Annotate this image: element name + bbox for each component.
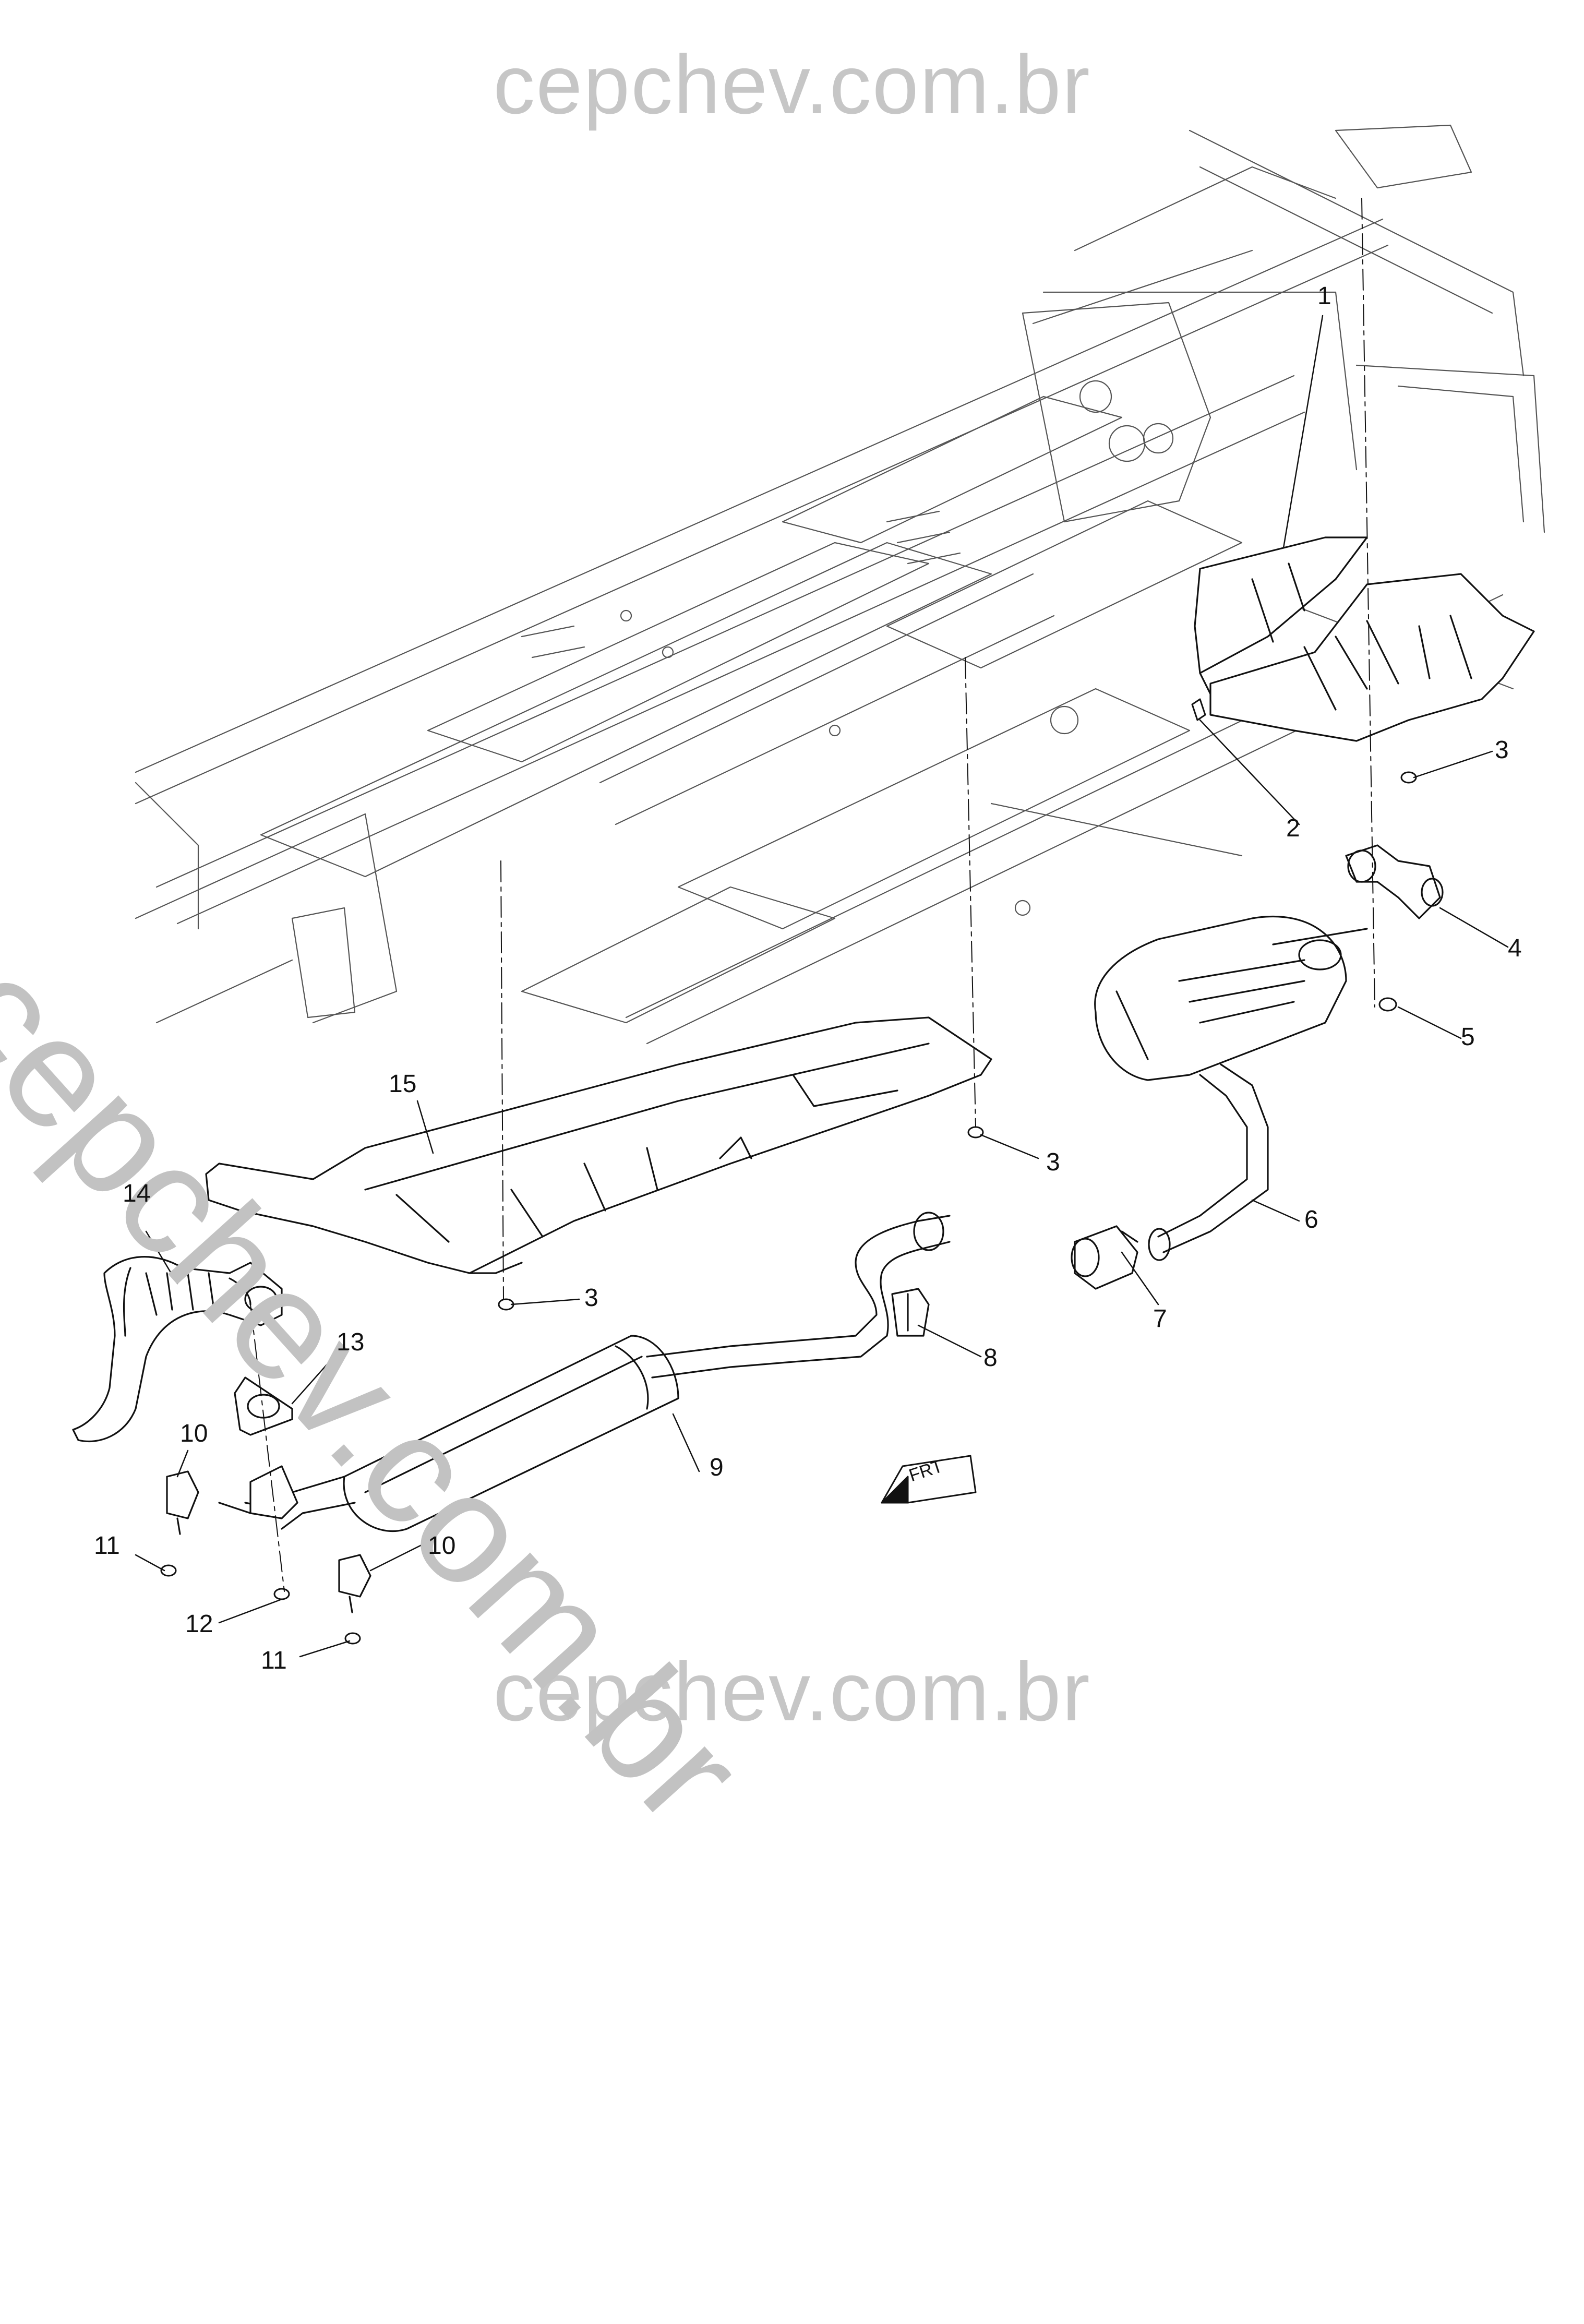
clamp	[1071, 1225, 1138, 1290]
callout-13: 13	[337, 1328, 365, 1356]
callout-15: 15	[389, 1070, 417, 1098]
hanger-front-right	[338, 1554, 371, 1613]
front-exhaust-pipe	[72, 1256, 283, 1443]
callout-3-upper: 3	[1495, 736, 1509, 764]
vehicle-underbody	[135, 124, 1545, 1045]
callout-5: 5	[1461, 1023, 1475, 1051]
callout-7: 7	[1153, 1305, 1167, 1333]
mid-heat-shield	[205, 1016, 992, 1274]
leader-lines	[135, 315, 1509, 1658]
callout-10-right: 10	[428, 1532, 456, 1560]
callout-10-left: 10	[180, 1420, 208, 1447]
callout-11-left: 11	[94, 1532, 120, 1560]
fasteners	[160, 698, 1417, 1645]
callout-2: 2	[1286, 814, 1300, 842]
callout-4: 4	[1508, 935, 1522, 962]
callout-8: 8	[983, 1344, 998, 1372]
exhaust-system-diagram	[72, 124, 1545, 1658]
callout-3-lower: 3	[584, 1284, 598, 1312]
hanger-front-left	[166, 1470, 199, 1535]
intermediate-pipe-resonator	[218, 1212, 951, 1532]
callout-12: 12	[185, 1610, 213, 1638]
watermark-bottom: cepchev.com.br	[493, 1645, 1091, 1738]
callout-3-mid: 3	[1046, 1148, 1060, 1176]
callout-11-lower: 11	[261, 1647, 287, 1674]
callout-1: 1	[1317, 282, 1331, 310]
callout-9: 9	[710, 1454, 724, 1481]
rear-heat-shield-main	[1209, 573, 1535, 742]
callout-6: 6	[1304, 1206, 1318, 1233]
callout-14: 14	[123, 1180, 151, 1207]
hanger-insulator-8	[891, 1288, 930, 1337]
watermark-top: cepchev.com.br	[493, 38, 1091, 131]
alignment-lines	[250, 198, 1375, 1592]
rear-hanger-bracket	[1345, 844, 1444, 919]
front-direction-arrow	[881, 1455, 977, 1504]
rear-muffler	[1094, 915, 1368, 1261]
